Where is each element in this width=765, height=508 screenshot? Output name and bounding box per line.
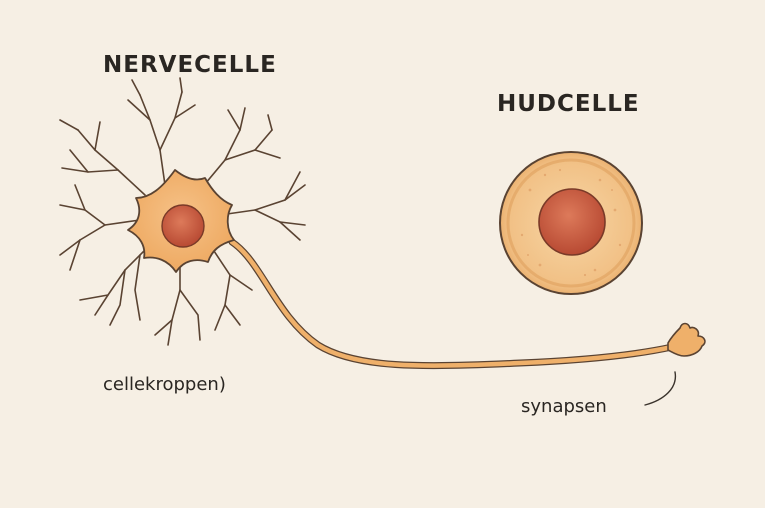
skin-cell-title: HUDCELLE <box>497 91 640 117</box>
nerve-cell <box>59 77 706 370</box>
cell-body-label: cellekroppen) <box>103 374 226 395</box>
synapse-leader-line <box>644 371 677 406</box>
nerve-nucleus <box>161 204 205 248</box>
skin-cell <box>499 151 643 295</box>
cytoplasm-speckles <box>520 168 622 277</box>
synapse-label: synapsen <box>521 396 607 417</box>
skin-nucleus <box>538 188 606 256</box>
synapse-terminal <box>667 322 706 357</box>
nerve-cell-title: NERVECELLE <box>103 52 277 78</box>
dendrites <box>59 77 306 346</box>
